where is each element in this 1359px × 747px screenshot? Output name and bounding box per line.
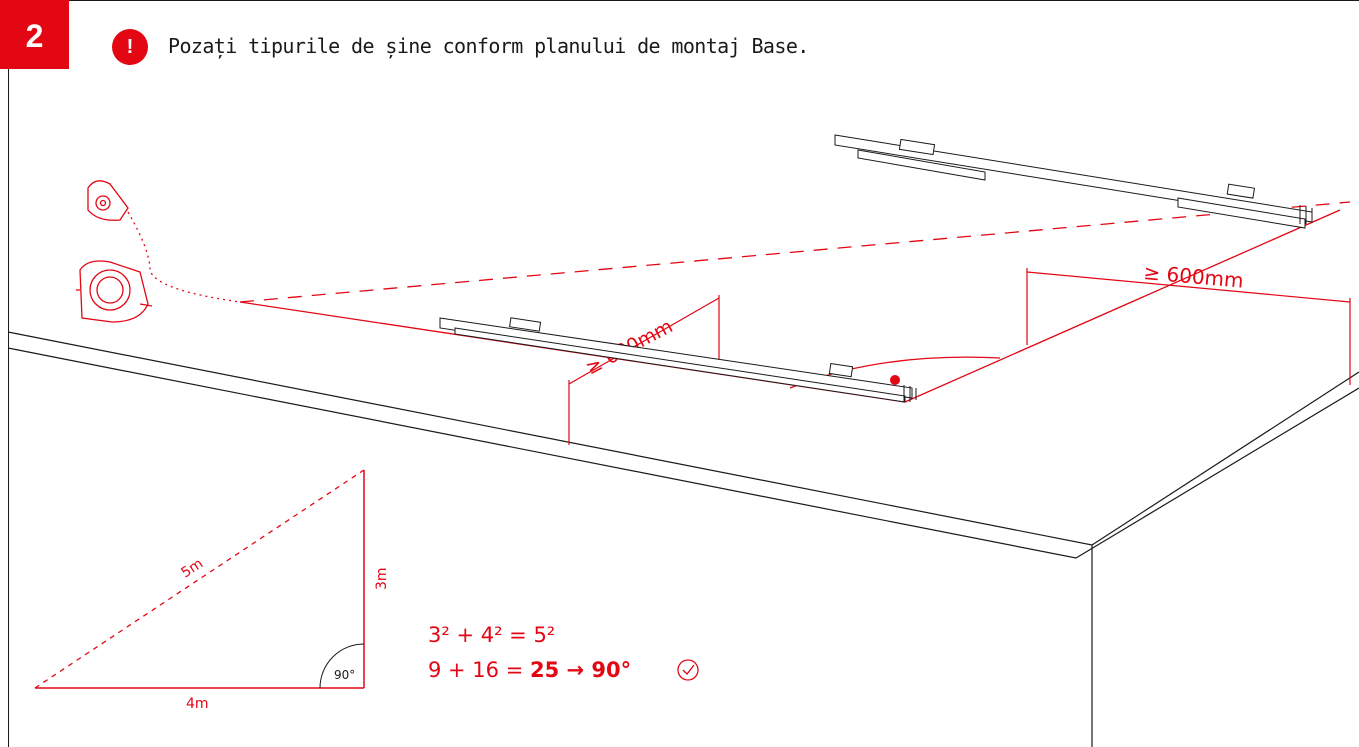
right-spacing-label: ≥ 600mm [1143, 260, 1245, 293]
vertical-side-label: 3m [374, 567, 390, 590]
check-circle-icon [677, 659, 699, 681]
formula-line-1: 3² + 4² = 5² [428, 623, 555, 647]
back-rail [834, 134, 1313, 229]
front-rail [439, 317, 917, 403]
right-angle-label: 90° [334, 668, 355, 682]
step-number-badge: 2 [0, 0, 69, 69]
right-dimension [1026, 268, 1351, 385]
formula-line-2-prefix: 9 + 16 = [428, 658, 530, 682]
exclamation-icon: ! [112, 29, 148, 65]
tape-string [127, 211, 241, 303]
formula-result: 25 → 90° [530, 658, 631, 682]
tape-measure-icon [76, 180, 153, 323]
instruction-text: Pozați tipurile de șine conform planului… [168, 34, 809, 58]
formula-line-2: 9 + 16 = 25 → 90° [428, 658, 631, 682]
right-triangle [34, 469, 365, 689]
base-label: 4m [186, 696, 209, 712]
slab-outline [7, 331, 1359, 747]
